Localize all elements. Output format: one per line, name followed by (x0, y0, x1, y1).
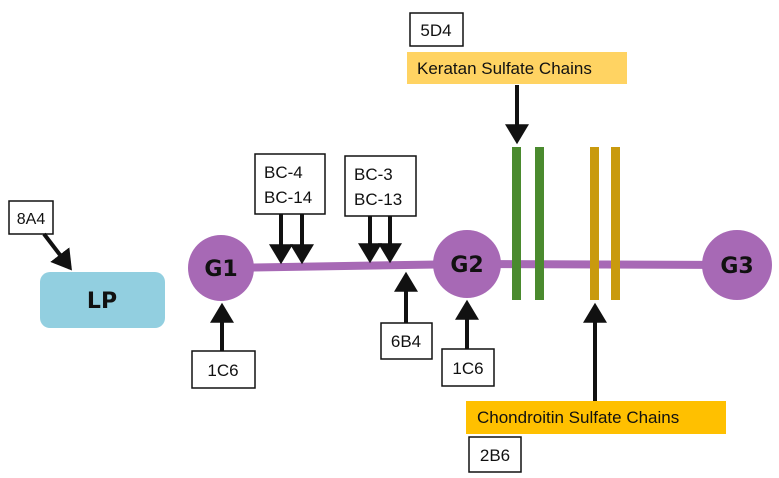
antibody-box-5d4 (409, 12, 464, 47)
g3-label: G3 (720, 254, 753, 279)
antibody-label-6b4: 6B4 (391, 332, 421, 351)
arrow-8a4 (42, 232, 72, 271)
antibody-box-2b6 (468, 436, 522, 473)
g2-domain (433, 230, 501, 298)
antibody-label-8a4: 8A4 (17, 211, 46, 228)
link-protein-label: LP (87, 289, 117, 314)
antibody-label-1c6-g2: 1C6 (452, 359, 483, 378)
antibody-box-8a4 (8, 200, 54, 235)
chondroitin-sulfate-label: Chondroitin Sulfate Chains (477, 408, 679, 427)
antibody-label-bc4: BC-4 (264, 163, 303, 182)
antibody-box-bc4-bc14 (254, 153, 326, 215)
g3-domain (702, 230, 772, 300)
antibody-box-bc3-bc13 (344, 155, 417, 217)
keratan-sulfate-label-box (407, 52, 627, 84)
antibody-label-5d4: 5D4 (420, 21, 451, 40)
chondroitin-sulfate-label-box (466, 401, 726, 434)
keratan-sulfate-label: Keratan Sulfate Chains (417, 59, 592, 78)
keratan-sulfate-chain (535, 147, 544, 300)
antibody-label-bc14: BC-14 (264, 188, 312, 207)
antibody-label-2b6: 2B6 (480, 446, 510, 465)
chondroitin-sulfate-chain (611, 147, 620, 300)
chondroitin-sulfate-chain (590, 147, 599, 300)
g2-label: G2 (450, 253, 483, 278)
antibody-label-bc13: BC-13 (354, 190, 402, 209)
antibody-label-1c6-g1: 1C6 (207, 361, 238, 380)
antibody-label-bc3: BC-3 (354, 165, 393, 184)
antibody-box-1c6-g1 (191, 350, 256, 389)
link-protein (40, 272, 165, 328)
keratan-sulfate-chain (512, 147, 521, 300)
antibody-box-1c6-g2 (441, 348, 495, 387)
g1-domain (188, 235, 254, 301)
antibody-box-6b4 (380, 322, 433, 360)
g1-label: G1 (204, 257, 237, 282)
